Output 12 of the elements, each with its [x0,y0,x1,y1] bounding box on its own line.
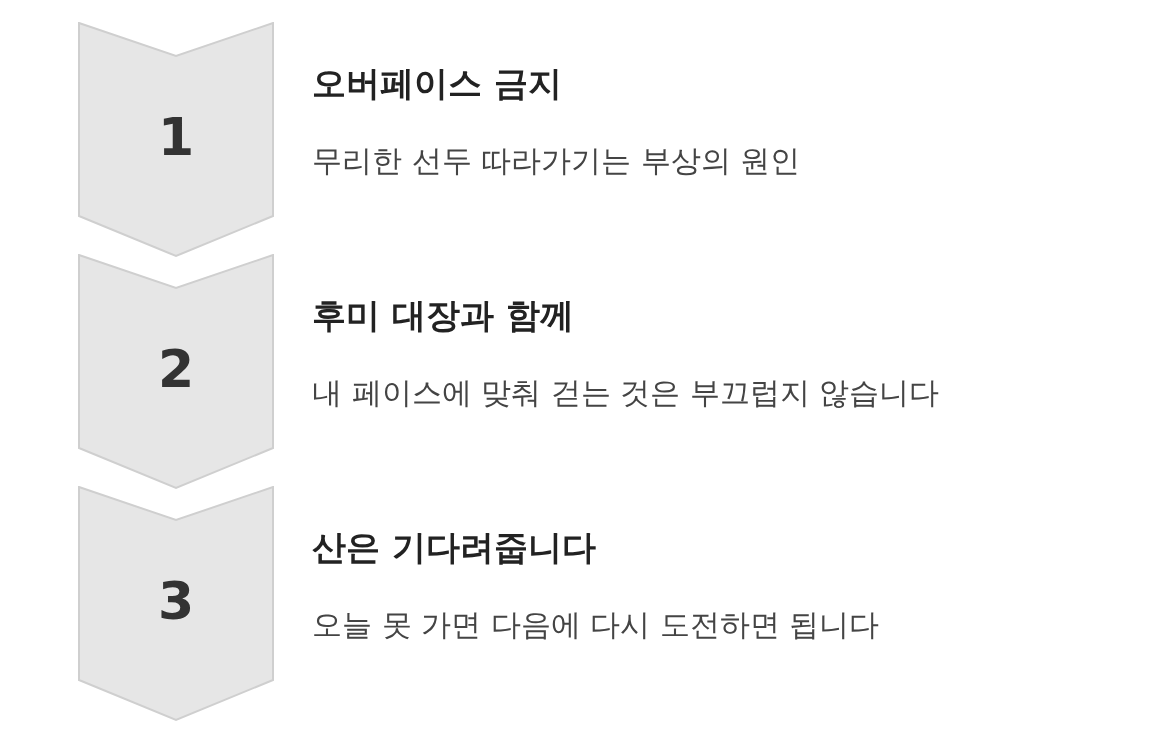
step-description: 오늘 못 가면 다음에 다시 도전하면 됩니다 [312,606,880,644]
chevron-step [78,486,274,722]
step-heading: 후미 대장과 함께 [312,294,574,336]
step-description: 무리한 선두 따라가기는 부상의 원인 [312,142,801,180]
chevron-step [78,254,274,490]
step-number: 2 [156,339,196,399]
step-heading: 산은 기다려줍니다 [312,526,596,568]
step-number: 1 [156,107,196,167]
step-description: 내 페이스에 맞춰 걷는 것은 부끄럽지 않습니다 [312,374,940,412]
chevron-step [78,22,274,258]
step-heading: 오버페이스 금지 [312,62,562,104]
step-number: 3 [156,571,196,631]
